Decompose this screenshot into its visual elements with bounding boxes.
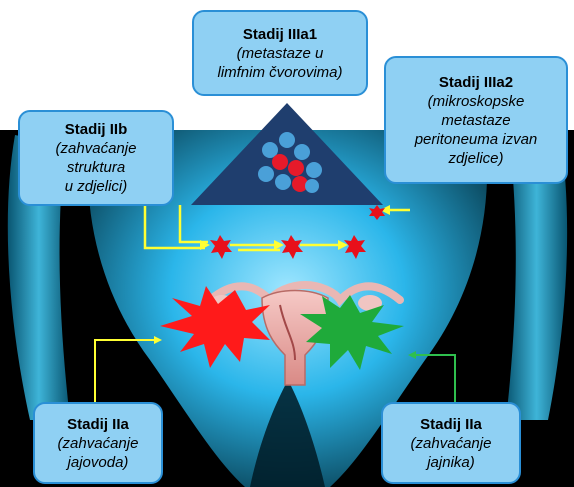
callout-title: Stadij IIIa1 [243, 25, 317, 44]
callout-description: (mikroskopske metastaze peritoneuma izva… [415, 92, 538, 168]
callout-description: (metastaze u limfnim čvorovima) [217, 44, 342, 82]
callout-description: (zahvaćanje struktura u zdjelici) [56, 139, 137, 196]
callout-stage-3a2: Stadij IIIa2 (mikroskopske metastaze per… [384, 56, 568, 184]
callout-title: Stadij IIb [65, 120, 128, 139]
callout-stage-2b: Stadij IIb (zahvaćanje struktura u zdjel… [18, 110, 174, 206]
callout-title: Stadij IIa [67, 415, 129, 434]
callout-description: (zahvaćanje jajnika) [411, 434, 492, 472]
callout-stage-2a-left: Stadij IIa (zahvaćanje jajovoda) [33, 402, 163, 484]
callout-stage-2a-right: Stadij IIa (zahvaćanje jajnika) [381, 402, 521, 484]
callout-description: (zahvaćanje jajovoda) [58, 434, 139, 472]
callout-stage-3a1: Stadij IIIa1 (metastaze u limfnim čvorov… [192, 10, 368, 96]
callout-title: Stadij IIIa2 [439, 73, 513, 92]
callout-title: Stadij IIa [420, 415, 482, 434]
